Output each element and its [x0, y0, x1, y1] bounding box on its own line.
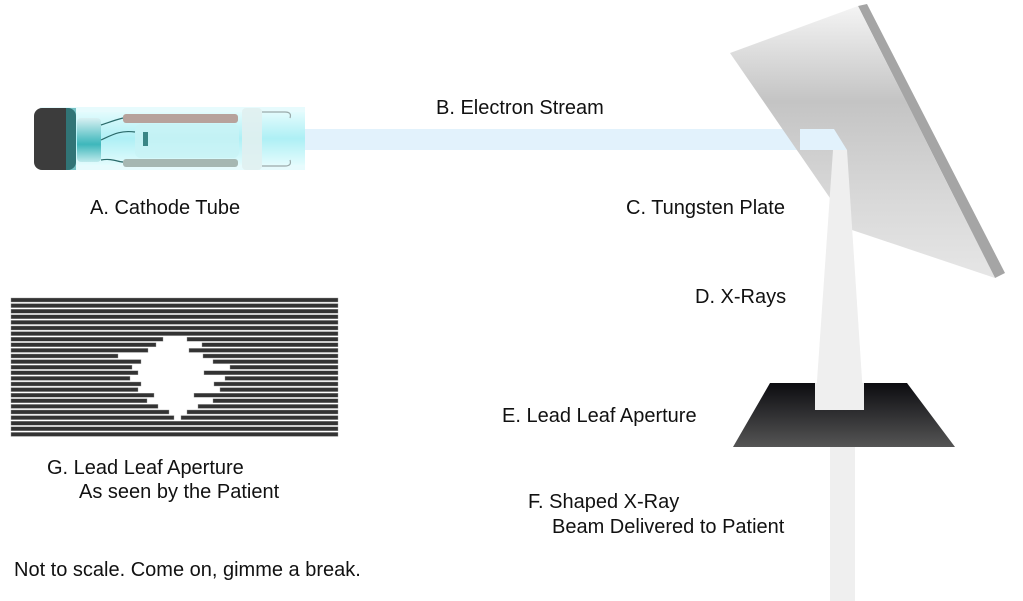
- label-shaped-beam-line1: F. Shaped X-Ray: [528, 491, 680, 513]
- lead-leaf: [229, 365, 339, 370]
- label-patient-view-line2: As seen by the Patient: [79, 481, 280, 503]
- lead-leaf: [10, 331, 339, 336]
- lead-leaf: [10, 370, 139, 375]
- lead-leaf: [10, 387, 139, 392]
- lead-leaf: [10, 342, 157, 347]
- lead-leaf: [10, 297, 339, 303]
- lead-leaf: [10, 404, 159, 409]
- shaped-xray-beam: [830, 447, 855, 601]
- lead-leaf: [10, 426, 339, 431]
- label-shaped-beam-line2: Beam Delivered to Patient: [552, 516, 785, 538]
- lead-leaf: [10, 421, 339, 426]
- lead-leaf: [10, 348, 149, 353]
- lead-leaf: [224, 376, 339, 381]
- electron-beam-end: [800, 129, 847, 150]
- lead-leaf: [10, 381, 142, 387]
- xray-beam: [815, 150, 864, 410]
- cathode-tube: [34, 107, 305, 170]
- lead-leaf: [202, 353, 339, 359]
- lead-leaf: [10, 353, 119, 359]
- lead-leaf: [10, 432, 339, 437]
- electron-stream-beam: [300, 129, 847, 150]
- label-tungsten-plate: C. Tungsten Plate: [626, 197, 785, 219]
- lead-leaf: [212, 359, 339, 364]
- lead-leaf: [10, 415, 175, 420]
- lead-leaf: [10, 376, 131, 381]
- lead-leaf: [10, 398, 148, 403]
- lead-leaf: [10, 309, 339, 314]
- label-lead-leaf-aperture: E. Lead Leaf Aperture: [502, 405, 697, 427]
- lead-leaf: [10, 365, 133, 370]
- footnote: Not to scale. Come on, gimme a break.: [14, 559, 361, 581]
- lead-leaf: [10, 320, 339, 325]
- lead-leaf: [193, 393, 339, 398]
- lead-leaf: [212, 398, 339, 403]
- tungsten-plate: [730, 4, 1005, 278]
- lead-leaf: [10, 393, 155, 398]
- lead-leaf: [197, 404, 339, 409]
- xray-beam-in-aperture: [815, 383, 864, 410]
- label-electron-stream: B. Electron Stream: [436, 97, 604, 119]
- label-patient-view-line1: G. Lead Leaf Aperture: [47, 457, 244, 479]
- lead-leaf: [186, 337, 339, 342]
- lead-leaf: [10, 337, 164, 342]
- lead-leaf: [201, 342, 339, 347]
- lead-leaf: [213, 381, 339, 387]
- lead-leaf: [219, 387, 339, 392]
- lead-leaf: [203, 370, 339, 375]
- lead-leaf: [186, 409, 339, 415]
- lead-leaf: [180, 415, 339, 420]
- lead-leaf: [10, 303, 339, 308]
- label-cathode-tube: A. Cathode Tube: [90, 197, 241, 219]
- lead-leaf-aperture: [733, 383, 955, 447]
- lead-leaf: [10, 359, 142, 364]
- lead-leaf: [188, 348, 339, 353]
- lead-leaf: [10, 409, 170, 415]
- label-x-rays: D. X-Rays: [695, 286, 787, 308]
- lead-leaf: [10, 325, 339, 331]
- leaf-aperture-patient-view: [10, 297, 339, 437]
- lead-leaf: [10, 314, 339, 319]
